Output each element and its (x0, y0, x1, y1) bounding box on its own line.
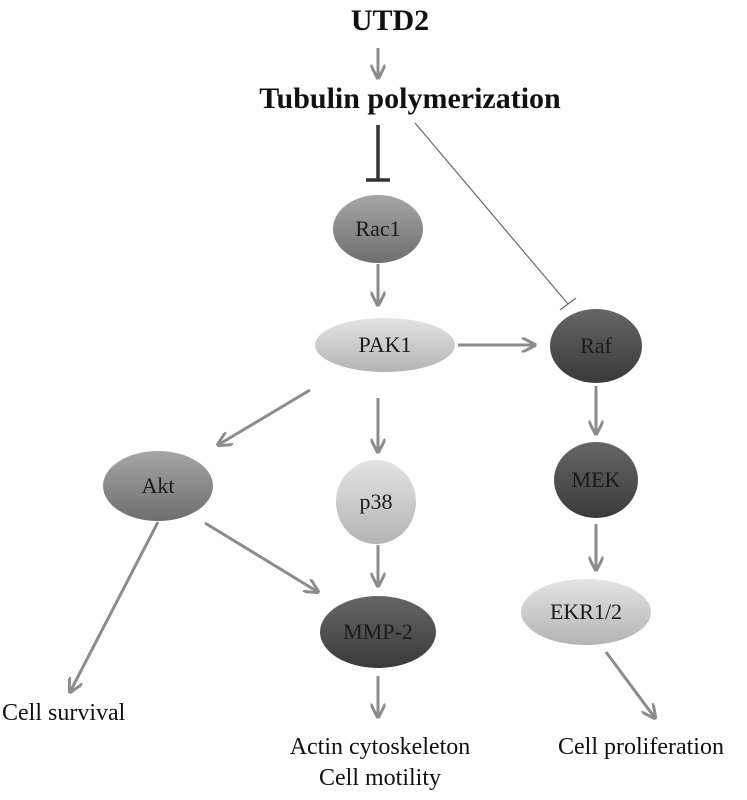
node-label-pak1: PAK1 (359, 332, 412, 357)
arrow-pak1-to-akt (218, 388, 311, 445)
outcome-cell-motility: Cell motility (319, 765, 441, 791)
outcome-cell-survival: Cell survival (2, 700, 126, 726)
arrow-ekr12-to-cell-proliferation (604, 651, 655, 718)
node-label-raf: Raf (580, 333, 612, 358)
node-label-mmp2: MMP-2 (343, 619, 413, 644)
node-mek: MEK (554, 442, 638, 518)
node-label-p38: p38 (360, 489, 393, 514)
node-mmp2: MMP-2 (320, 596, 436, 668)
node-p38: p38 (336, 460, 416, 544)
outcome-cell-proliferation: Cell proliferation (558, 734, 724, 760)
node-rac1: Rac1 (333, 195, 423, 263)
node-label-ekr12: EKR1/2 (550, 599, 622, 624)
node-ekr12: EKR1/2 (521, 579, 651, 645)
subtitle-tubulin-polymerization: Tubulin polymerization (259, 82, 561, 115)
arrow-akt-to-cell-survival (70, 521, 160, 692)
node-raf: Raf (550, 309, 642, 383)
arrow-akt-to-mmp2 (204, 521, 318, 592)
title-utd2: UTD2 (351, 4, 429, 37)
node-label-rac1: Rac1 (355, 216, 400, 241)
node-label-akt: Akt (142, 473, 175, 498)
inhibition-tubulin-to-raf (414, 122, 577, 311)
node-akt: Akt (103, 451, 213, 521)
inhibition-tubulin-to-rac1 (366, 125, 390, 182)
outcome-actin-cytoskeleton: Actin cytoskeleton (290, 734, 471, 760)
node-pak1: PAK1 (315, 318, 455, 372)
node-label-mek: MEK (572, 467, 621, 492)
